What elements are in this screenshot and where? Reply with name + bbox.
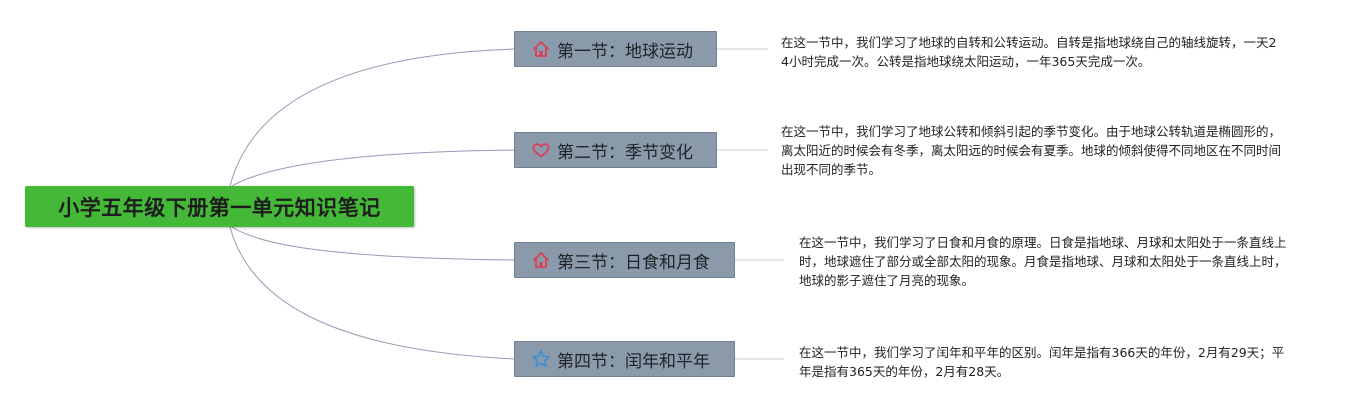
topic-section-4[interactable]: 第四节：闰年和平年 <box>514 341 735 377</box>
topic-section-1-label: 第一节：地球运动 <box>557 41 693 62</box>
topic-section-2[interactable]: 第二节：季节变化 <box>514 132 717 168</box>
connector-root-section-1 <box>229 48 516 187</box>
note-section-1: 在这一节中，我们学习了地球的自转和公转运动。自转是指地球绕自己的轴线旋转，一天2… <box>781 35 1277 69</box>
note-section-2: 在这一节中，我们学习了地球公转和倾斜引起的季节变化。由于地球公转轨道是椭圆形的，… <box>781 124 1282 177</box>
topic-section-3[interactable]: 第三节：日食和月食 <box>514 242 735 278</box>
root-topic[interactable]: 小学五年级下册第一单元知识笔记 <box>25 186 414 227</box>
topic-section-4-label: 第四节：闰年和平年 <box>557 351 710 372</box>
house-icon <box>531 250 551 270</box>
house-icon <box>531 39 551 59</box>
note-section-3: 在这一节中，我们学习了日食和月食的原理。日食是指地球、月球和太阳处于一条直线上时… <box>799 235 1287 288</box>
star-icon <box>531 349 551 369</box>
topic-section-2-label: 第二节：季节变化 <box>557 142 693 163</box>
note-section-4: 在这一节中，我们学习了闰年和平年的区别。闰年是指有366天的年份，2月有29天；… <box>799 345 1285 379</box>
root-topic-label: 小学五年级下册第一单元知识笔记 <box>58 195 381 220</box>
connector-root-section-3 <box>231 226 516 261</box>
topic-section-3-label: 第三节：日食和月食 <box>557 252 710 273</box>
connector-root-section-2 <box>231 149 516 187</box>
topic-section-1[interactable]: 第一节：地球运动 <box>514 31 717 67</box>
connector-root-section-4 <box>229 226 516 360</box>
heart-icon <box>531 140 551 160</box>
